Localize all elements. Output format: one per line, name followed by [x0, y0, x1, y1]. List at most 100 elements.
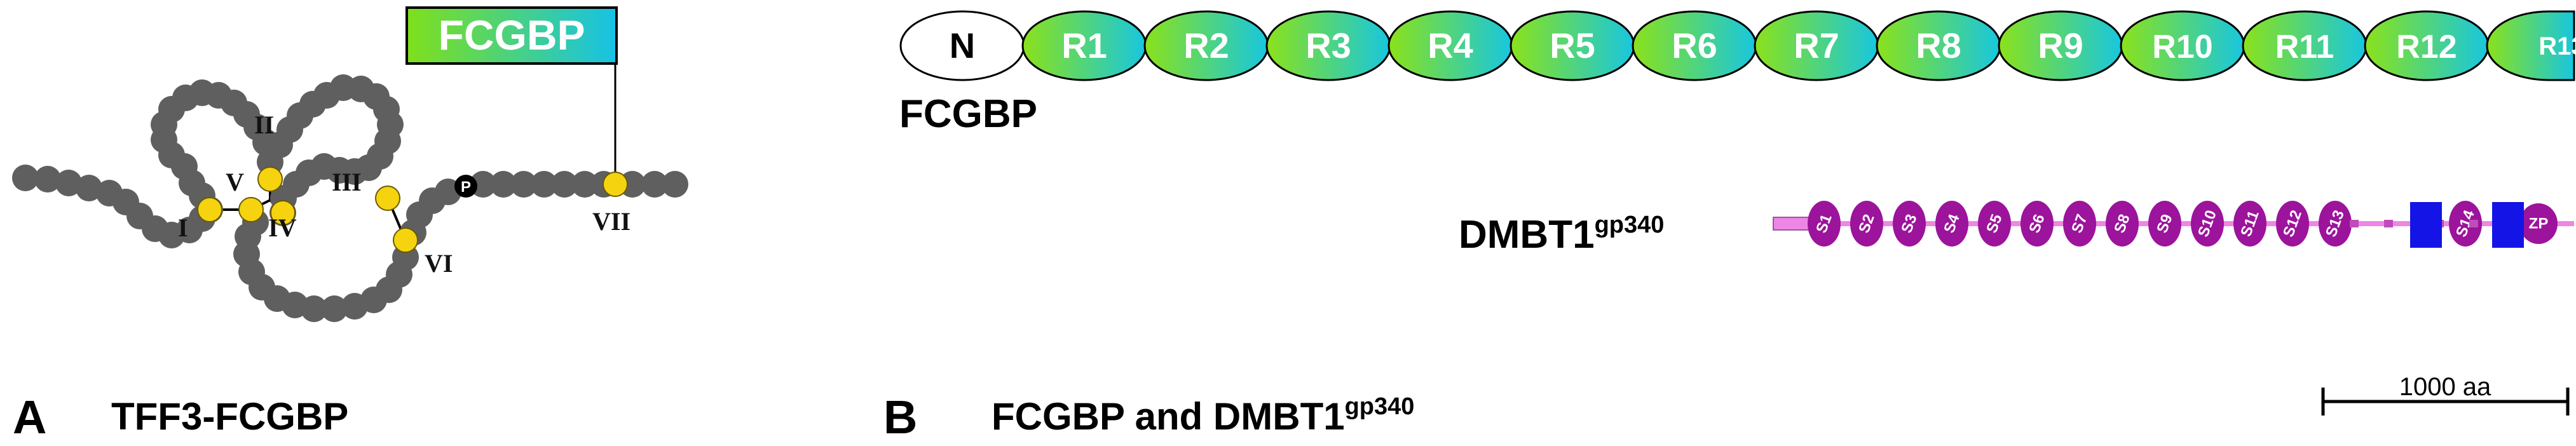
fcgbp-domain-n: N	[899, 10, 1025, 81]
dmbt1-domain-s11: S11	[2233, 201, 2266, 247]
fcgbp-domain-r3: R3	[1265, 10, 1391, 81]
fcgbp-box	[405, 6, 618, 65]
dmbt1-domain-s6: S6	[2021, 201, 2054, 247]
phosphorylation-marker	[454, 175, 477, 198]
cysteine-residue	[238, 197, 264, 222]
bond-label-vii: VII	[592, 207, 630, 236]
fcgbp-domain-label: R12	[2396, 29, 2457, 65]
panel-b: N R1 R2 R3 R4 R5 R6 R7 R8 R9 R10 R11 R12 R13s FCGBP D…	[883, 10, 2576, 443]
fcgbp-domain-r2: R2	[1143, 10, 1269, 81]
fcgbp-domain-label: R5	[1550, 25, 1595, 65]
bond-label-ii: II	[254, 111, 274, 139]
fcgbp-domain-label: R11	[2275, 29, 2334, 65]
dmbt1-domain-s7: S7	[2063, 201, 2096, 247]
panel-b-letter: B	[883, 391, 917, 443]
fcgbp-domain-r5: R5	[1509, 10, 1635, 81]
panel-a-title: TFF3-FCGBP	[111, 395, 348, 438]
dmbt1-label-main: DMBT1	[1459, 213, 1595, 257]
dmbt1-domain-shape	[2191, 201, 2224, 247]
dmbt1-domain-shape	[2021, 201, 2054, 247]
dmbt1-domain-s3: S3	[1893, 201, 1926, 247]
panel-b-title-main: FCGBP and DMBT1	[992, 395, 1345, 438]
dmbt1-domain-s9: S9	[2148, 201, 2181, 247]
cysteine-residue	[197, 197, 222, 222]
dmbt1-label-sup: gp340	[1595, 212, 1665, 238]
dmbt1-domain-shape	[2148, 201, 2181, 247]
fcgbp-domain-label: N	[950, 25, 975, 65]
fcgbp-domain-label: R10	[2152, 29, 2212, 65]
peptide-bead	[531, 171, 557, 198]
fcgbp-domain-r7: R7	[1754, 10, 1879, 81]
bond-label-iv: IV	[268, 213, 297, 242]
fcgbp-domain-r8: R8	[1876, 10, 2001, 81]
scale-bar-label: 1000 aa	[2399, 373, 2491, 401]
peptide-bead	[34, 166, 61, 193]
fcgbp-domain-r1: R1	[1021, 10, 1147, 81]
bond-label-v: V	[226, 168, 244, 196]
dmbt1-linker	[2384, 220, 2393, 227]
fcgbp-domain-label: R7	[1794, 25, 1839, 65]
panel-b-title-sup: gp340	[1345, 393, 1415, 420]
fcgbp-domain-label: R3	[1305, 25, 1351, 65]
peptide-bead	[55, 170, 82, 196]
peptide-bead	[12, 165, 39, 191]
bond-label-vi: VI	[425, 249, 453, 278]
fcgbp-domain-label: R9	[2038, 25, 2083, 65]
dmbt1-domain-zp: ZP	[2519, 203, 2558, 244]
peptide-bead	[76, 175, 102, 201]
scale-bar	[2321, 388, 2570, 416]
fcgbp-protein-label: FCGBP	[899, 92, 1037, 136]
fcgbp-domain-shape	[2486, 10, 2575, 81]
dmbt1-domain-shape	[2106, 201, 2139, 247]
peptide-bead	[662, 171, 688, 198]
dmbt1-cub-domain	[2492, 202, 2524, 248]
panel-b-title: FCGBP and DMBT1gp340	[992, 393, 1414, 438]
dmbt1-domain-s5: S5	[1978, 201, 2011, 247]
dmbt1-domain-s12: S12	[2276, 201, 2309, 247]
cysteine-residue	[393, 227, 418, 253]
dmbt1-domain-shape	[1850, 201, 1883, 247]
dmbt1-domain-s8: S8	[2106, 201, 2139, 247]
bond-label-iii: III	[332, 168, 362, 196]
fcgbp-domain-r13s: R13s	[2486, 10, 2576, 81]
fcgbp-domain-track: N R1 R2 R3 R4 R5 R6 R7 R8 R9 R10 R11 R12 R13s	[899, 10, 2576, 81]
fcgbp-domain-r12: R12	[2364, 10, 2490, 81]
dmbt1-domain-shape	[2519, 203, 2558, 244]
fcgbp-domain-r4: R4	[1387, 10, 1513, 81]
panel-a-letter: A	[13, 391, 46, 443]
dmbt1-domain-s14: S14	[2449, 201, 2482, 247]
dmbt1-linker	[2469, 220, 2478, 227]
fcgbp-domain-label: R13s	[2539, 32, 2576, 60]
peptide-bead	[490, 171, 517, 198]
fcgbp-box-label: FCGBP	[439, 11, 585, 58]
fcgbp-domain-label: R4	[1428, 25, 1473, 65]
fcgbp-domain-r9: R9	[1998, 10, 2123, 81]
cysteine-residue	[375, 186, 400, 211]
cysteine-residue	[603, 172, 628, 197]
peptide-bead	[551, 171, 578, 198]
dmbt1-domain-shape	[1808, 201, 1841, 247]
fcgbp-domain-label: R2	[1183, 25, 1229, 65]
dmbt1-domain-shape	[1978, 201, 2011, 247]
dmbt1-cub-domain	[2410, 202, 2442, 248]
phosphorylation-label: P	[461, 179, 471, 196]
peptide-bead	[641, 171, 668, 198]
fcgbp-domain-r11: R11	[2242, 10, 2368, 81]
fcgbp-domain-label: R8	[1916, 25, 1961, 65]
dmbt1-domain-shape	[2233, 201, 2266, 247]
dmbt1-domain-s4: S4	[1935, 201, 1968, 247]
dmbt1-domain-shape	[2063, 201, 2096, 247]
dmbt1-domain-s1: S1	[1808, 201, 1841, 247]
fcgbp-domain-r6: R6	[1632, 10, 1757, 81]
peptide-bead	[321, 295, 348, 322]
panel-a: FCGBP P I II III IV V VI VII A TFF3-FCGB…	[12, 6, 688, 443]
fcgbp-domain-label: R1	[1061, 25, 1107, 65]
cysteine-residue	[257, 166, 283, 192]
dmbt1-domain-label: ZP	[2529, 215, 2549, 233]
peptide-bead	[510, 171, 537, 198]
dmbt1-domain-s13: S13	[2319, 201, 2352, 247]
dmbt1-domain-shape	[2276, 201, 2309, 247]
fcgbp-domain-label: R6	[1672, 25, 1717, 65]
